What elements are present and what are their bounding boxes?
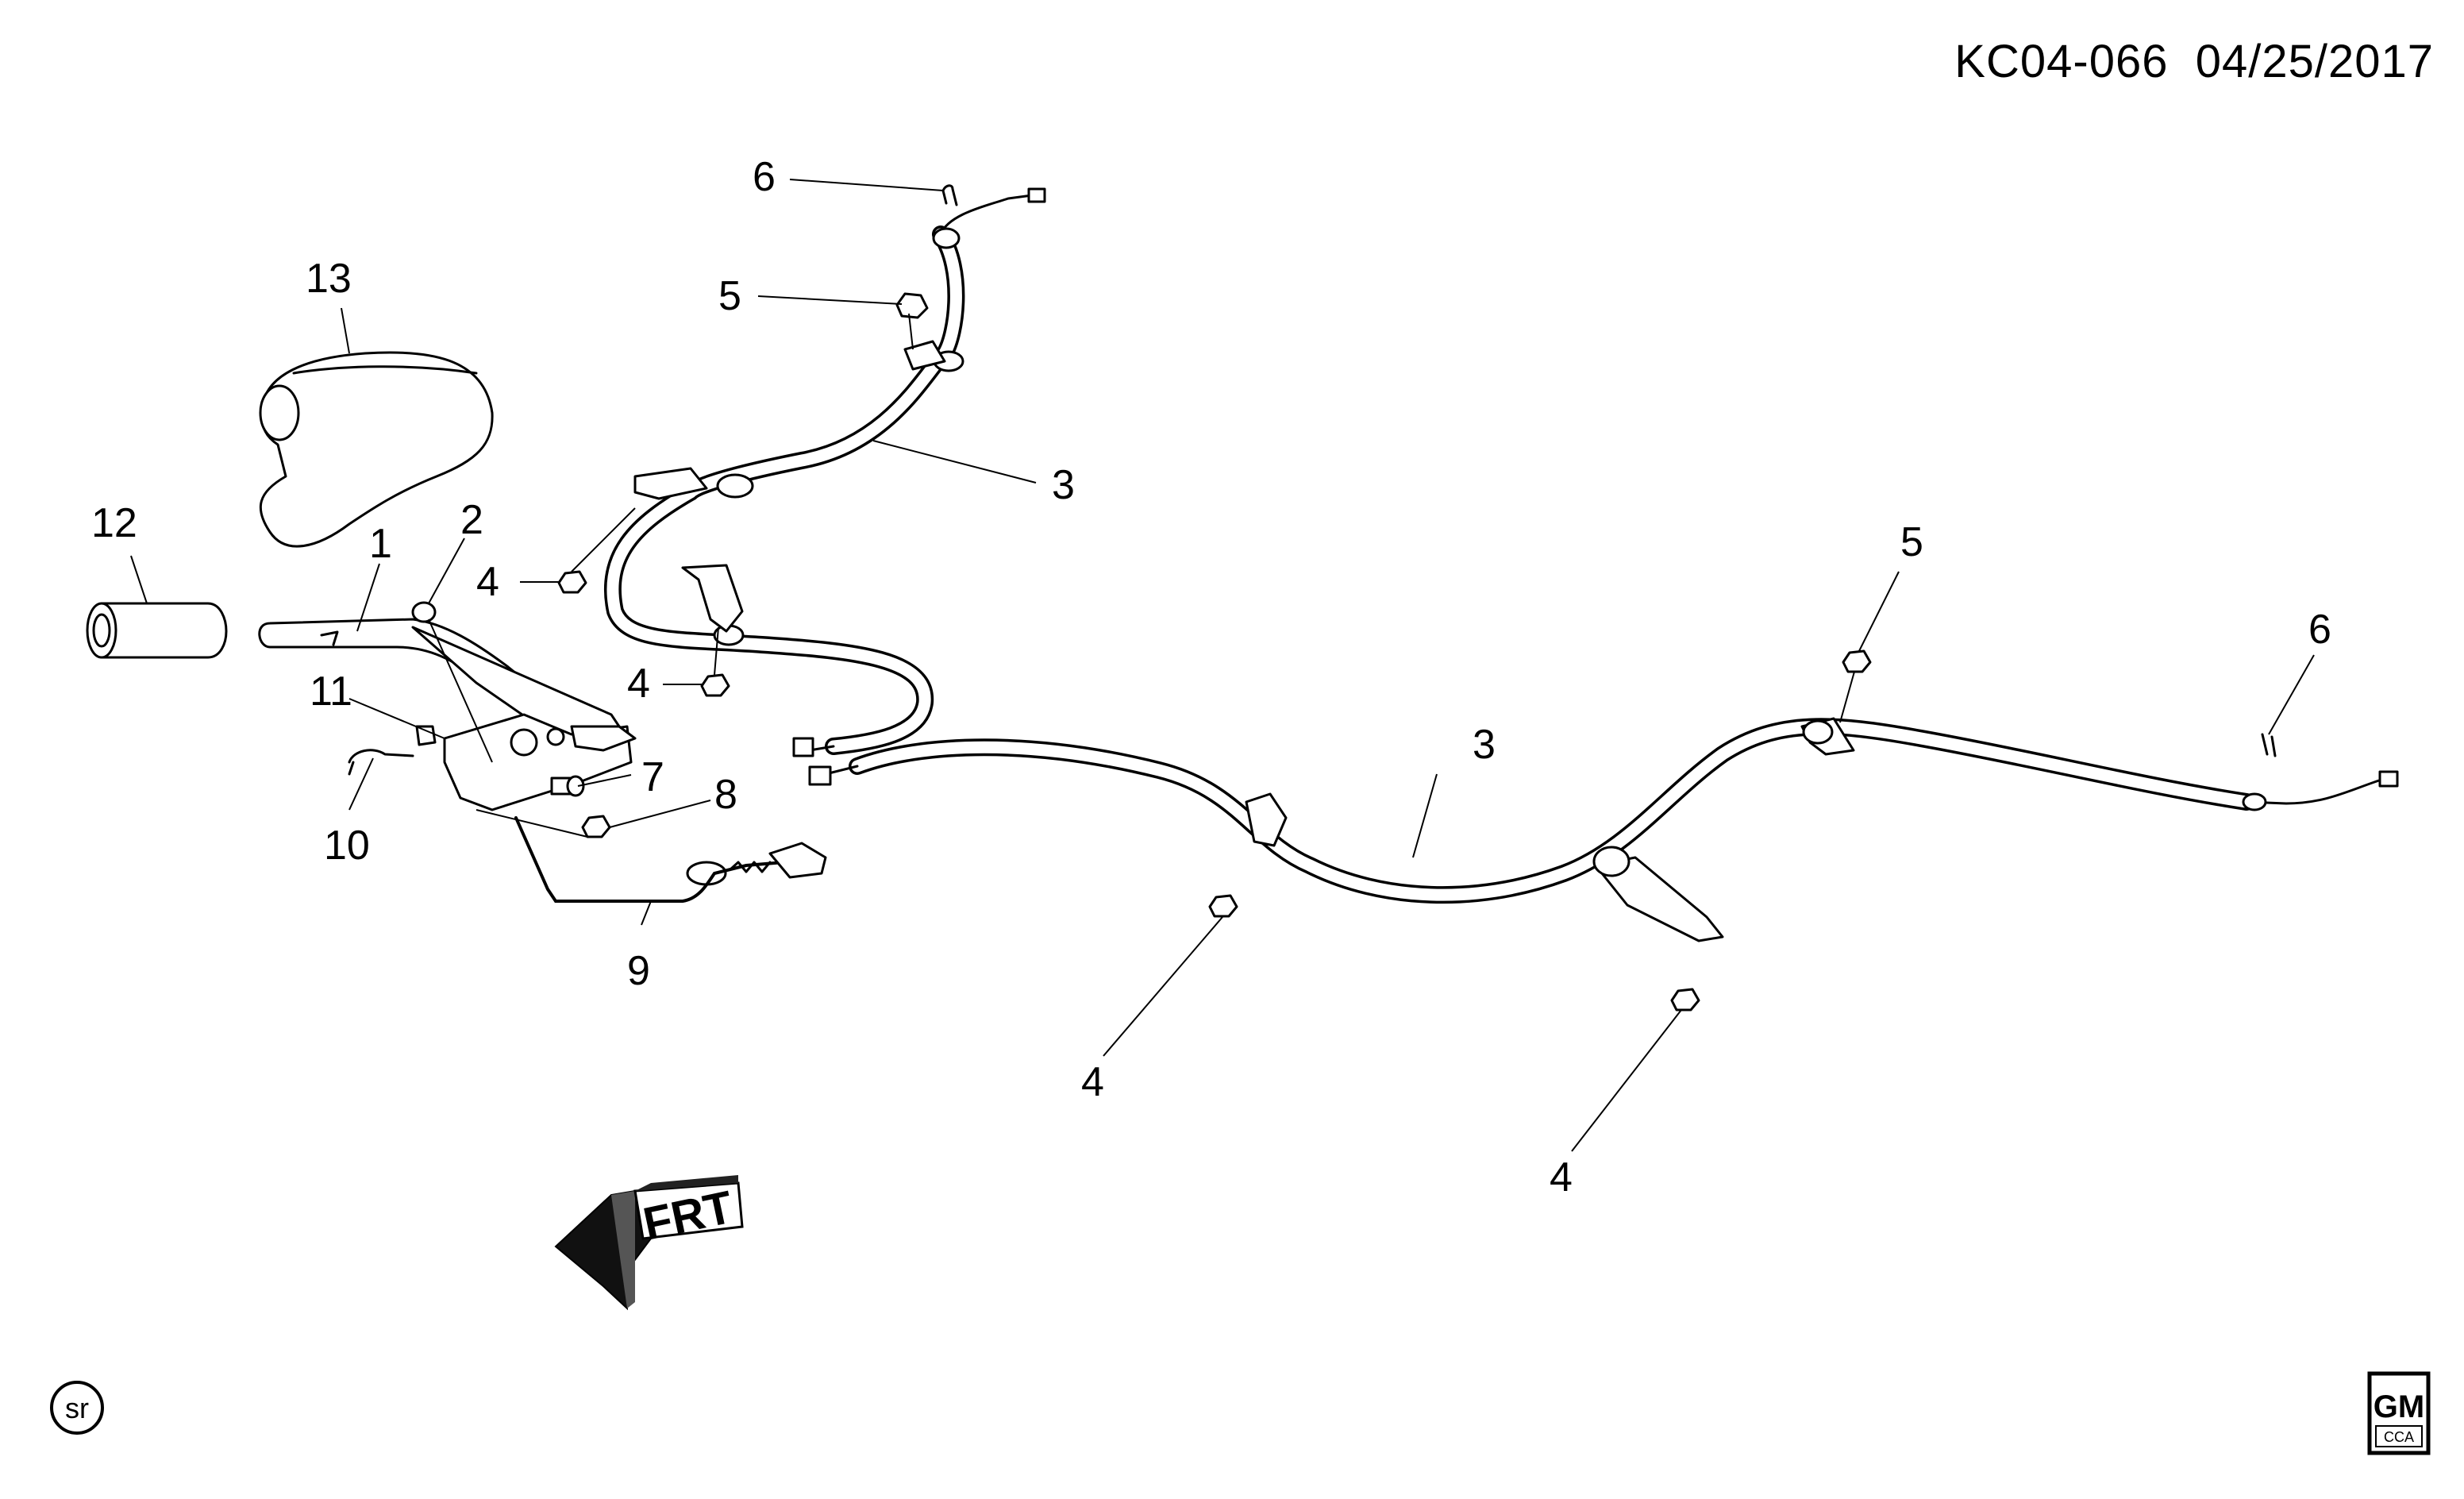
callout-13: 13 [306, 256, 352, 302]
leader-lines [130, 179, 2315, 1152]
diagram-date: 04/25/2017 [2195, 36, 2434, 87]
callout-6-lower: 6 [2308, 607, 2331, 653]
cable-bracket-upper-1 [903, 340, 946, 371]
callout-4-b: 4 [627, 661, 650, 707]
gm-logo: GM CCA [2367, 1371, 2431, 1455]
callout-1: 1 [369, 521, 392, 567]
nut-group [557, 292, 1872, 1012]
cable-bracket-upper-3 [681, 564, 744, 633]
callout-6-upper: 6 [753, 154, 776, 200]
nut-4-d [1670, 988, 1700, 1012]
gm-logo-sub: CCA [2384, 1429, 2414, 1445]
handbrake-lever [258, 618, 637, 811]
callout-labels: 1 2 3 3 4 4 4 4 5 5 6 6 7 8 9 10 11 12 1… [91, 154, 2331, 1200]
callout-10: 10 [324, 823, 370, 869]
cable-clip-upper [941, 184, 958, 206]
sr-label: sr [65, 1392, 89, 1424]
pivot-bolt [550, 775, 585, 797]
nut-4-c [1208, 894, 1238, 918]
cable-clip-lower [2261, 733, 2277, 757]
ratchet-pin [415, 725, 437, 746]
gm-logo-text: GM [2374, 1389, 2424, 1424]
callout-7: 7 [641, 754, 664, 800]
callout-3-upper: 3 [1052, 462, 1075, 508]
callout-5-upper: 5 [718, 273, 741, 319]
cable-bracket-upper-2 [633, 467, 708, 500]
spring-clip [348, 749, 414, 776]
lower-cable-end-connector [2378, 770, 2399, 788]
sr-badge: sr [50, 1381, 104, 1435]
diagram-id: KC04-066 [1954, 36, 2169, 87]
callout-11: 11 [310, 669, 352, 715]
nut-5-lower [1842, 649, 1872, 673]
diagram-id-header: KC04-066 04/25/2017 [1954, 35, 2434, 88]
callout-8: 8 [714, 772, 737, 818]
upper-cable-grommet [932, 227, 961, 249]
callout-2: 2 [460, 497, 483, 543]
boot-opening [259, 384, 300, 441]
handle-grip [86, 602, 228, 659]
equalizer-rod [514, 816, 827, 903]
upper-brake-cable [603, 187, 1046, 757]
callout-12: 12 [91, 500, 137, 546]
callout-5-lower: 5 [1900, 519, 1923, 565]
nut-4-a [557, 570, 587, 594]
callout-4-d: 4 [1550, 1154, 1573, 1200]
callout-4-a: 4 [476, 559, 499, 605]
lower-brake-cable [808, 718, 2399, 904]
nut-8 [581, 815, 611, 838]
cable-bracket-lower-1 [1245, 792, 1288, 847]
lever-bolt [411, 601, 437, 623]
callout-4-c: 4 [1081, 1059, 1104, 1105]
upper-cable-end-connector [1027, 187, 1046, 203]
callout-3-lower: 3 [1473, 722, 1496, 768]
handbrake-boot [259, 351, 494, 548]
callout-9: 9 [627, 948, 650, 994]
nut-5-upper [895, 292, 929, 319]
cable-bracket-lower-2 [1594, 856, 1724, 942]
nut-4-b [700, 673, 730, 697]
front-direction-arrow-icon: FRT [554, 1175, 744, 1311]
